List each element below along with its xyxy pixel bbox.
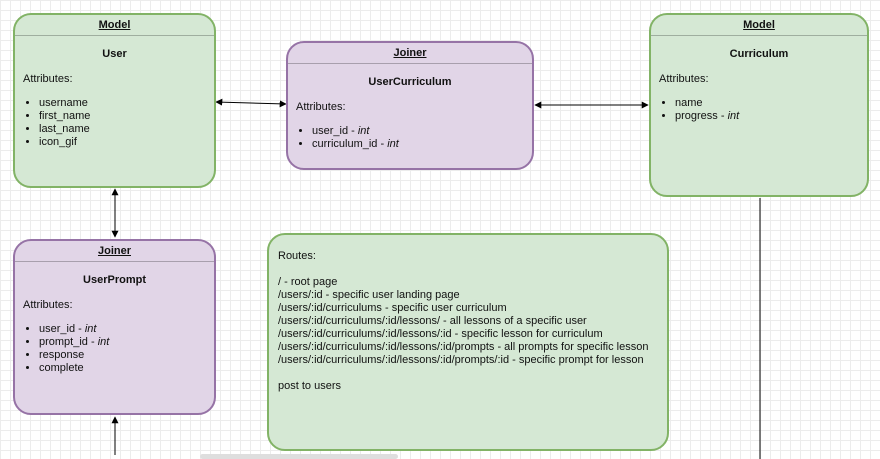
curriculum-attribute-item: name (675, 97, 867, 110)
usercurriculum-attribute-item: user_id - int (312, 125, 532, 138)
routes-footer: post to users (278, 380, 341, 392)
user-attributes-label: Attributes: (23, 73, 73, 85)
curriculum-model-header: Model (651, 15, 867, 36)
route-line: / - root page (278, 276, 338, 288)
route-line: /users/:id/curriculums/:id/lessons/:id/p… (278, 341, 649, 353)
horizontal-scrollbar[interactable] (200, 454, 398, 459)
userprompt-attribute-item: prompt_id - int (39, 336, 214, 349)
userprompt-joiner-title: UserPrompt (83, 274, 146, 286)
route-line: /users/:id - specific user landing page (278, 289, 460, 301)
user-attribute-item: first_name (39, 110, 214, 123)
usercurriculum-joiner-header: Joiner (288, 43, 532, 64)
usercurriculum-attribute-item: curriculum_id - int (312, 138, 532, 151)
user-model-box[interactable]: Model User Attributes: username first_na… (13, 13, 216, 188)
usercurriculum-joiner-box[interactable]: Joiner UserCurriculum Attributes: user_i… (286, 41, 534, 170)
user-model-header: Model (15, 15, 214, 36)
user-attribute-item: username (39, 97, 214, 110)
userprompt-joiner-header: Joiner (15, 241, 214, 262)
curriculum-attributes-label: Attributes: (659, 73, 709, 85)
userprompt-attribute-item: response (39, 349, 214, 362)
curriculum-model-box[interactable]: Model Curriculum Attributes: name progre… (649, 13, 869, 197)
userprompt-attribute-list: user_id - int prompt_id - int response c… (15, 323, 214, 375)
usercurriculum-attributes-label: Attributes: (296, 101, 346, 113)
usercurriculum-joiner-title: UserCurriculum (368, 76, 452, 88)
user-attribute-item: icon_gif (39, 136, 214, 149)
userprompt-attribute-item: user_id - int (39, 323, 214, 336)
curriculum-attribute-list: name progress - int (651, 97, 867, 123)
routes-spacer (278, 263, 667, 276)
routes-spacer (278, 367, 667, 380)
routes-box[interactable]: Routes: / - root page /users/:id - speci… (267, 233, 669, 451)
route-line: /users/:id/curriculums - specific user c… (278, 302, 507, 314)
usercurriculum-attribute-list: user_id - int curriculum_id - int (288, 125, 532, 151)
curriculum-attribute-item: progress - int (675, 110, 867, 123)
user-attribute-list: username first_name last_name icon_gif (15, 97, 214, 149)
routes-title: Routes: (278, 250, 316, 262)
user-model-title: User (102, 48, 127, 60)
route-line: /users/:id/curriculums/:id/lessons/:id/p… (278, 354, 644, 366)
userprompt-joiner-box[interactable]: Joiner UserPrompt Attributes: user_id - … (13, 239, 216, 415)
curriculum-model-title: Curriculum (729, 48, 789, 60)
userprompt-attributes-label: Attributes: (23, 299, 73, 311)
user-to-usercurriculum-connector (215, 98, 287, 108)
route-line: /users/:id/curriculums/:id/lessons/:id -… (278, 328, 603, 340)
userprompt-attribute-item: complete (39, 362, 214, 375)
route-line: /users/:id/curriculums/:id/lessons/ - al… (278, 315, 587, 327)
user-attribute-item: last_name (39, 123, 214, 136)
routes-content: Routes: / - root page /users/:id - speci… (269, 235, 667, 393)
